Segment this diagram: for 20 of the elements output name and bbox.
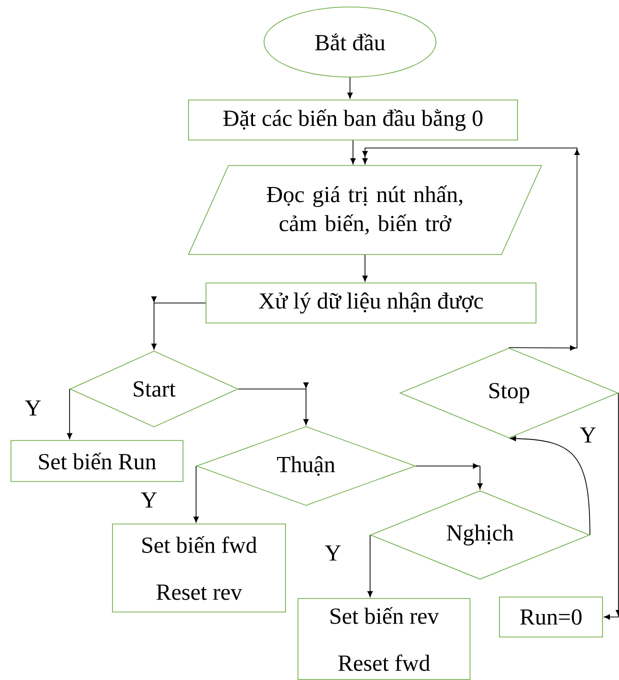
arrow xyxy=(347,77,353,99)
arrow xyxy=(367,534,373,598)
arrow xyxy=(350,140,356,164)
process-box: Set biến fwd Reset rev xyxy=(112,524,286,612)
edge-label: Y xyxy=(24,399,42,417)
arrow xyxy=(416,463,483,490)
process-box: Xử lý dữ liệu nhận được xyxy=(206,282,536,324)
process-box: Đặt các biến ban đầu bằng 0 xyxy=(188,100,518,140)
process-box: Set biến rev Reset fwd xyxy=(298,598,470,680)
arrow xyxy=(151,296,206,350)
arrow xyxy=(238,382,309,426)
arrow xyxy=(362,254,368,282)
arrow xyxy=(510,436,590,536)
process-box: Set biến Run xyxy=(10,440,184,482)
arrow xyxy=(66,388,72,440)
arrow xyxy=(362,148,580,351)
edge-label: Y xyxy=(140,491,158,509)
edge-label: Y xyxy=(324,544,342,562)
arrow xyxy=(193,466,199,523)
process-box: Run=0 xyxy=(499,596,603,638)
